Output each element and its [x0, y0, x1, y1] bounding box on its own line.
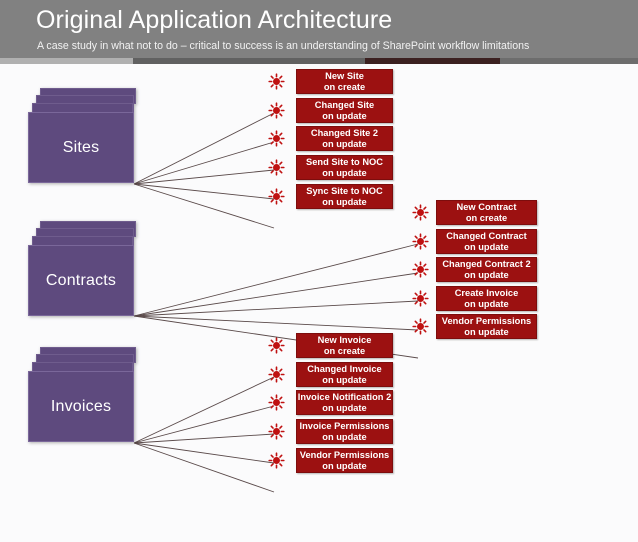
- gear-burst-icon: [268, 366, 285, 383]
- gear-burst-icon: [268, 188, 285, 205]
- workflow-box[interactable]: Vendor Permissions on update: [296, 448, 393, 473]
- workflow-name: Sync Site to NOC: [306, 186, 383, 196]
- list-shape-contracts-face[interactable]: Contracts: [28, 245, 134, 316]
- workflow-name: Changed Site 2: [310, 128, 379, 138]
- gear-burst-icon: [412, 290, 429, 307]
- gear-burst-icon: [268, 102, 285, 119]
- architecture-diagram: Sites Contracts Invoices New Site on cre…: [0, 64, 638, 493]
- workflow-box[interactable]: Send Site to NOC on update: [296, 155, 393, 180]
- list-shape-sites[interactable]: Sites: [28, 88, 138, 184]
- workflow-trigger: on update: [464, 269, 509, 280]
- gear-burst-icon: [412, 318, 429, 335]
- workflow-name: Invoice Permissions: [299, 421, 390, 431]
- accent-segment-maroon: [365, 58, 500, 64]
- workflow-box[interactable]: New Contract on create: [436, 200, 537, 225]
- page-title: Original Application Architecture: [36, 6, 393, 34]
- workflow-trigger: on create: [323, 345, 366, 356]
- workflow-trigger: on update: [464, 241, 509, 252]
- workflow-box[interactable]: Invoice Permissions on update: [296, 419, 393, 444]
- workflow-name: New Invoice: [317, 335, 372, 345]
- list-shape-invoices-label: Invoices: [50, 397, 112, 415]
- workflow-box[interactable]: Vendor Permissions on update: [436, 314, 537, 339]
- accent-segment-mid: [500, 58, 638, 64]
- gear-burst-icon: [412, 261, 429, 278]
- workflow-trigger: on update: [322, 138, 367, 149]
- list-shape-invoices[interactable]: Invoices: [28, 347, 138, 443]
- gear-burst-icon: [412, 204, 429, 221]
- workflow-box[interactable]: New Site on create: [296, 69, 393, 94]
- workflow-name: Changed Invoice: [307, 364, 382, 374]
- workflow-trigger: on update: [322, 110, 367, 121]
- list-shape-contracts-label: Contracts: [45, 271, 117, 289]
- gear-burst-icon: [268, 452, 285, 469]
- workflow-box[interactable]: Changed Contract 2 on update: [436, 257, 537, 282]
- workflow-trigger: on update: [322, 196, 367, 207]
- workflow-box[interactable]: Changed Contract on update: [436, 229, 537, 254]
- workflow-trigger: on update: [322, 460, 367, 471]
- list-shape-sites-face[interactable]: Sites: [28, 112, 134, 183]
- list-shape-sites-label: Sites: [62, 138, 100, 156]
- gear-burst-icon: [268, 423, 285, 440]
- accent-bar: [0, 58, 638, 64]
- workflow-box[interactable]: New Invoice on create: [296, 333, 393, 358]
- page-subtitle: A case study in what not to do – critica…: [37, 40, 530, 52]
- gear-burst-icon: [268, 73, 285, 90]
- workflow-trigger: on update: [322, 167, 367, 178]
- workflow-box[interactable]: Invoice Notification 2 on update: [296, 390, 393, 415]
- workflow-trigger: on create: [465, 212, 508, 223]
- list-shape-contracts[interactable]: Contracts: [28, 221, 138, 317]
- workflow-name: Changed Contract: [446, 231, 527, 241]
- workflow-name: Changed Site: [314, 100, 375, 110]
- gear-burst-icon: [268, 130, 285, 147]
- workflow-box[interactable]: Changed Invoice on update: [296, 362, 393, 387]
- workflow-box[interactable]: Changed Site on update: [296, 98, 393, 123]
- gear-burst-icon: [412, 233, 429, 250]
- workflow-trigger: on create: [323, 81, 366, 92]
- workflow-name: New Contract: [456, 202, 517, 212]
- workflow-box[interactable]: Changed Site 2 on update: [296, 126, 393, 151]
- workflow-trigger: on update: [322, 431, 367, 442]
- workflow-name: Vendor Permissions: [441, 316, 532, 326]
- workflow-trigger: on update: [322, 402, 367, 413]
- workflow-name: Create Invoice: [454, 288, 519, 298]
- accent-segment-light: [0, 58, 133, 64]
- list-shape-invoices-face[interactable]: Invoices: [28, 371, 134, 442]
- workflow-trigger: on update: [464, 298, 509, 309]
- workflow-name: Send Site to NOC: [306, 157, 383, 167]
- workflow-box[interactable]: Sync Site to NOC on update: [296, 184, 393, 209]
- gear-burst-icon: [268, 394, 285, 411]
- accent-segment-dark: [133, 58, 365, 64]
- workflow-name: Invoice Notification 2: [297, 392, 392, 402]
- workflow-trigger: on update: [464, 326, 509, 337]
- workflow-trigger: on update: [322, 374, 367, 385]
- workflow-name: New Site: [325, 71, 364, 81]
- gear-burst-icon: [268, 337, 285, 354]
- workflow-name: Changed Contract 2: [442, 259, 531, 269]
- gear-burst-icon: [268, 159, 285, 176]
- slide-header: Original Application Architecture A case…: [0, 0, 638, 58]
- workflow-box[interactable]: Create Invoice on update: [436, 286, 537, 311]
- workflow-name: Vendor Permissions: [299, 450, 390, 460]
